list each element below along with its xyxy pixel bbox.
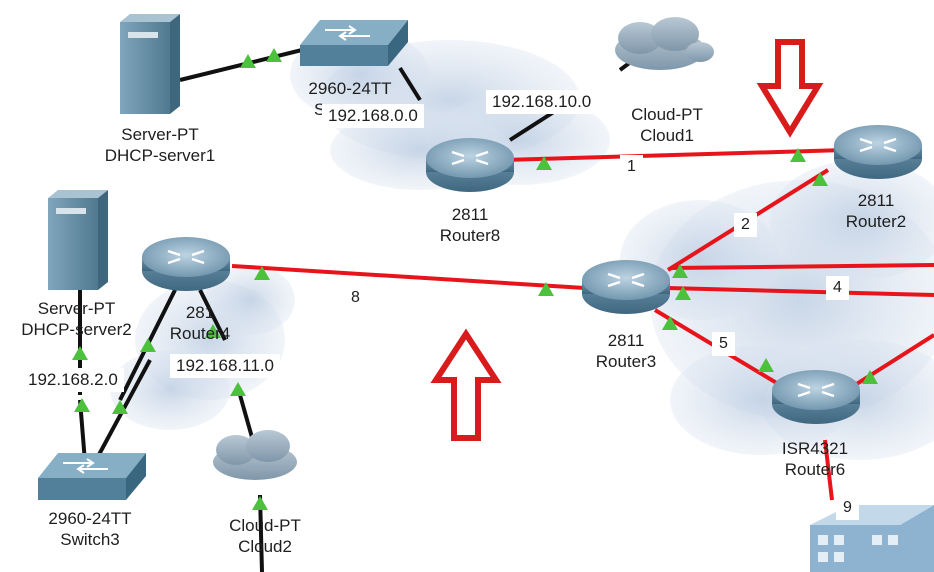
device-name: Switch3 (60, 530, 120, 549)
network-label: 192.168.11.0 (170, 354, 280, 378)
device-name: Router3 (595, 352, 657, 371)
port-up-icon (252, 496, 268, 510)
port-up-icon (112, 400, 128, 414)
server-icon[interactable] (120, 14, 180, 114)
link-switch-router8 (398, 66, 422, 102)
network-label: 192.168.0.0 (322, 104, 424, 128)
router6-label: ISR4321 Router6 (760, 438, 870, 480)
port-up-icon (538, 282, 554, 296)
link-4 (667, 286, 934, 297)
router-icon[interactable] (834, 125, 922, 179)
link-number-label: 9 (836, 496, 859, 520)
cloud-icon[interactable] (615, 17, 714, 70)
port-up-icon (790, 148, 806, 162)
device-name: DHCP-server1 (104, 146, 216, 165)
link-router4-net11 (198, 289, 227, 341)
device-type: Server-PT (121, 125, 199, 144)
port-up-icon (266, 48, 282, 62)
port-up-icon (74, 398, 90, 412)
link-number-label: 1 (620, 155, 643, 179)
device-model: 2811 (451, 205, 489, 224)
switch-icon[interactable] (300, 20, 408, 66)
device-name: Router2 (845, 212, 907, 231)
device-type: 2960-24TT (48, 509, 132, 528)
port-up-icon (205, 324, 221, 338)
router3-label: 2811 Router3 (576, 330, 676, 372)
port-up-icon (675, 286, 691, 300)
port-up-icon (672, 264, 688, 278)
device-name: DHCP-server2 (21, 320, 132, 339)
router2-label: 2811 Router2 (826, 190, 926, 232)
port-up-icon (254, 266, 270, 280)
link-number-label: 8 (344, 286, 367, 310)
router-icon[interactable] (772, 370, 860, 424)
device-model: ISR4321 (781, 439, 849, 458)
server2-label: Server-PT DHCP-server2 (14, 298, 139, 340)
network-label: 192.168.2.0 (22, 368, 124, 392)
device-name: Router4 (169, 324, 231, 343)
port-up-icon (140, 338, 156, 352)
port-up-icon (536, 156, 552, 170)
port-up-icon (862, 370, 878, 384)
port-up-icon (758, 358, 774, 372)
port-up-icon (662, 316, 678, 330)
device-type: Cloud-PT (229, 516, 301, 535)
link-right-top (669, 263, 934, 270)
network-label: 192.168.10.0 (486, 90, 598, 114)
switch3-label: 2960-24TT Switch3 (30, 508, 150, 550)
device-model: 2811 (607, 331, 645, 350)
building-icon[interactable] (810, 505, 934, 572)
device-name: Router6 (784, 460, 846, 479)
switch-icon[interactable] (38, 453, 146, 500)
link-number-label: 4 (826, 276, 849, 300)
server-icon[interactable] (48, 190, 108, 290)
port-up-icon (230, 382, 246, 396)
router8-label: 2811 Router8 (420, 204, 520, 246)
cloud-icon[interactable] (213, 430, 297, 480)
device-model: 2811 (857, 191, 895, 210)
cloud1-label: Cloud-PT Cloud1 (612, 104, 722, 146)
port-up-icon (240, 54, 256, 68)
up-arrow-icon (430, 328, 502, 441)
cloud-region-left (110, 265, 295, 430)
port-up-icon (812, 172, 828, 186)
device-name: Cloud1 (640, 126, 694, 145)
device-type: Cloud-PT (631, 105, 703, 124)
down-arrow-icon (756, 39, 824, 138)
device-name: S (314, 100, 326, 119)
router-icon[interactable] (426, 138, 514, 192)
port-up-icon (72, 346, 88, 360)
switch-top-label: 2960-24TT S (300, 78, 400, 120)
link-number-label: 5 (712, 332, 735, 356)
cloud2-label: Cloud-PT Cloud2 (210, 515, 320, 557)
device-name: Cloud2 (238, 537, 292, 556)
link-1 (504, 148, 846, 162)
router-icon[interactable] (142, 237, 230, 291)
router4-label: 281 Router4 (160, 302, 240, 344)
router-icon[interactable] (582, 260, 670, 314)
device-type: Server-PT (37, 299, 116, 318)
link-number-label: 2 (734, 213, 757, 237)
link-9 (823, 439, 834, 501)
device-type: 2960-24TT (308, 79, 392, 98)
device-name: Router8 (439, 226, 501, 245)
link-8 (231, 264, 586, 290)
server1-label: Server-PT DHCP-server1 (90, 124, 230, 166)
device-model: 281 (185, 303, 215, 322)
